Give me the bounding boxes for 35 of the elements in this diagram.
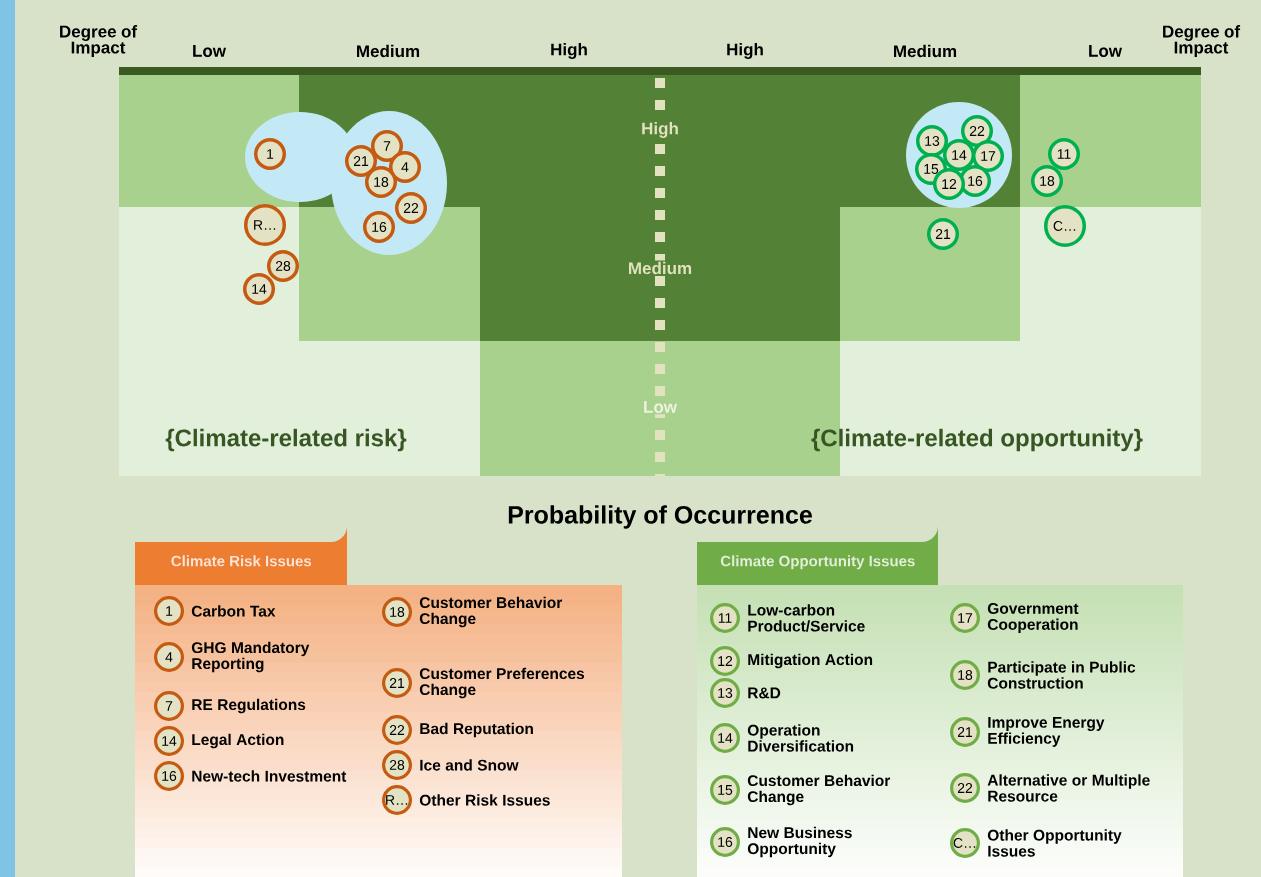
issue-label: Carbon Tax [191,605,276,617]
column-heading: Low [1089,45,1123,57]
issue-label: Ice and Snow [420,759,519,771]
axis-title: Degree of Impact [1163,25,1241,57]
issue-label: Improve Energy Efficiency [988,717,1105,747]
row-heading: Medium [626,260,694,276]
column-heading: Low [193,45,227,57]
axis-title: Degree of Impact [60,25,138,57]
issue-label: Customer Behavior Change [747,774,891,806]
issue-label: New-tech Investment [192,770,347,782]
issue-label: GHG Mandatory Reporting [191,641,310,673]
issue-label: Customer Behavior Change [419,596,563,628]
issue-label: Customer Preferences Change [419,667,585,699]
issue-label: Bad Reputation [420,722,533,738]
number-badge: 16 [710,827,740,857]
column-heading: High [551,43,587,59]
zone-title: {Climate-related risk} [165,428,407,452]
issue-label: RE Regulations [192,698,306,714]
axis-title: Probability of Occurrence [508,505,812,529]
number-badge: C… [950,828,980,858]
issue-label: Other Opportunity Issues [987,829,1122,857]
zone-title: {Climate-related opportunity} [811,428,1143,452]
issue-label: New Business Opportunity [747,826,852,858]
column-heading: Medium [894,44,957,58]
column-heading: Medium [357,44,420,58]
column-heading: High [727,43,763,59]
issue-label: Legal Action [192,733,284,749]
issue-label: Government Cooperation [987,603,1079,633]
issue-label: Other Risk Issues [419,794,550,806]
issue-label: Participate in Public Construction [987,661,1136,689]
issue-label: Mitigation Action [748,653,873,669]
issue-label: Low-carbon Product/Service [748,604,865,632]
issue-label: Operation Diversification [747,724,854,752]
issue-label: Alternative or Multiple Resource [987,774,1150,802]
issue-label: R&D [748,687,781,699]
